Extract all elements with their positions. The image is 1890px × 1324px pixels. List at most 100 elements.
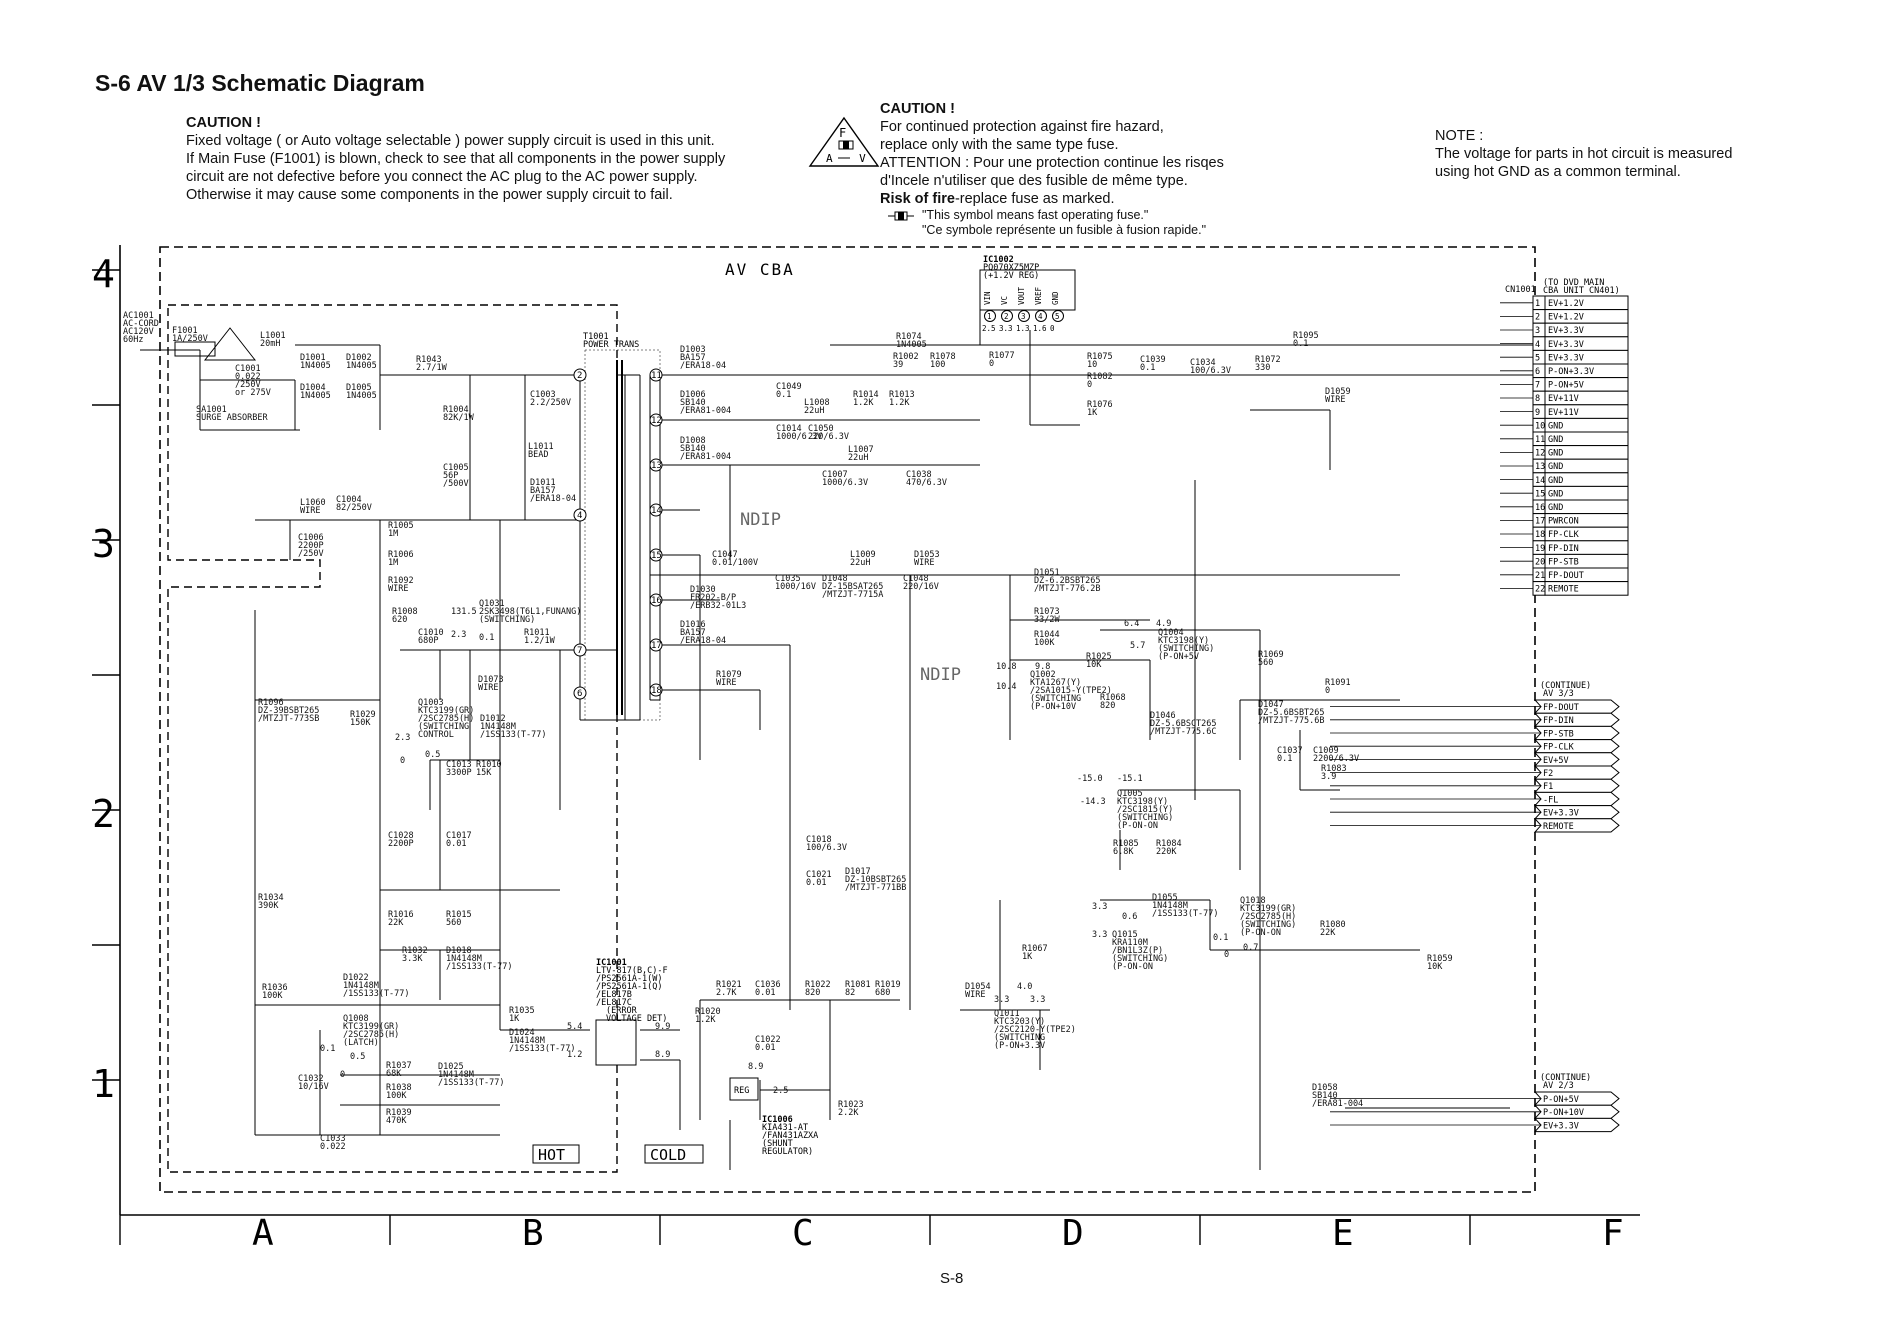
component-label: C1047 [712,550,738,560]
component-label: 1000/6.3V [822,478,868,488]
component-label: /2SC2785(H) [343,1030,399,1040]
component-label: DZ-5.6BSCT265 [1150,719,1217,729]
ic1002-box [979,269,1076,311]
connector-pin-name: EV+1.2V [1548,299,1584,309]
col-label: E [1332,1213,1354,1254]
connector-pin-name: GND [1548,462,1563,472]
signal-tag-label: REMOTE [1543,822,1574,832]
component-label: 8.9 [748,1062,763,1072]
component-label: R1036 [262,983,288,993]
component-label: (P-ON+5V [1158,652,1199,662]
component-label: 0.7 [1243,943,1258,953]
component-label: 39 [893,360,903,370]
svg-text:4: 4 [577,511,582,521]
component-label: R1084 [1156,839,1182,849]
component-label: 390K [258,901,279,911]
ic1001-label: IC1001 LTV-817(B,C)-F /PS2561A-1(W) /PS2… [596,958,668,1024]
components [174,269,1076,1101]
av-cba-board-outline [159,246,1536,1193]
component-label: 33/2W [1034,615,1060,625]
component-label: /MTZJT-7715A [822,590,883,600]
component-label: 560 [1258,658,1273,668]
component-label: C1036 [755,980,781,990]
component-label: 15K [476,768,492,778]
component-label: R1021 [716,980,742,990]
component-label: (SWITCHING) [1117,813,1173,823]
transformer-ref: T1001 [583,332,609,342]
fast-fuse-symbol-icon [888,211,914,221]
component-label: C1018 [806,835,832,845]
note-line: The voltage for parts in hot circuit is … [1435,146,1733,162]
component-label: 1K [509,1014,520,1024]
signal-tag-label: F2 [1543,769,1553,779]
component-label: 5.7 [1130,641,1145,651]
component-label: 100K [386,1091,407,1101]
component-label: 0.01 [755,1043,775,1053]
board-name: AV CBA [725,260,795,279]
component-label: (P-ON-ON [1240,928,1281,938]
component-label: /ERB32-01L3 [690,601,746,611]
ic1002-desc: (+1.2V REG) [983,271,1039,281]
component-label: 0 [989,359,994,369]
component-label: 2SK3498(T6L1,FUNANG) [479,607,581,617]
component-label: (P-ON-ON [1112,962,1153,972]
component-label: L1009 [850,550,876,560]
component-label: C1007 [822,470,848,480]
component-label: R1083 [1321,764,1347,774]
ic1001-line: /EL817C [596,998,632,1008]
component-label: /2SC1815(Y) [1117,805,1173,815]
component-label: C1039 [1140,355,1166,365]
component-label: 0 [340,1070,345,1080]
component-label: 1000/16V [775,582,816,592]
ic-pin-name: VREF [1034,286,1043,305]
row-label: 2 [92,792,115,836]
ic1006-box [729,1077,759,1101]
component-label: 82 [845,988,855,998]
component-label: C1035 [775,574,801,584]
component-label: R1059 [1427,954,1453,964]
triangle-label-top: F [839,126,846,140]
component-label: 0.01/100V [712,558,758,568]
component-label: 3.3K [402,954,423,964]
component-label: /1SS133(T-77) [446,962,513,972]
component-label: or 275V [235,388,271,398]
component-label: 820 [805,988,820,998]
component-label: R1082 [1087,372,1113,382]
ic-pin-circle [1035,310,1047,322]
component-label: 1000/6.3V [776,432,822,442]
component-label: 1.2K [889,398,910,408]
component-label: DZ-6.2BSBT265 [1034,576,1101,586]
caution-line: circuit are not defective before you con… [186,169,698,185]
component-label: R1044 [1034,630,1060,640]
component-label: 2.2/250V [530,398,571,408]
caution-line: If Main Fuse (F1001) is blown, check to … [186,151,726,167]
component-label: 2.7/1W [416,363,448,373]
component-label: C1022 [755,1035,781,1045]
component-label: R1023 [838,1100,864,1110]
component-label: (SWITCHING) [1158,644,1214,654]
svg-text:2: 2 [577,371,582,381]
svg-text:7: 7 [577,646,582,656]
component-label: D1073 [478,675,504,685]
connector-dest: (TO DVD MAIN [1543,278,1604,288]
continue-label: (CONTINUE) [1540,681,1591,691]
component-label: BA157 [530,486,556,496]
component-label: /500V [443,479,469,489]
component-label: 1N4005 [300,391,331,401]
ic1006-line: REGULATOR) [762,1147,813,1157]
connector-pin-name: GND [1548,449,1563,459]
component-label: -14.3 [1080,797,1106,807]
component-label: CONTROL [418,730,454,740]
component-label: L1008 [804,398,830,408]
component-label: Q1011 [994,1009,1020,1019]
component-label: 20mH [260,339,280,349]
warning-triangle-icon [203,327,257,361]
component-label: C1048 [903,574,929,584]
connector-pin-number: 14 [1535,476,1545,486]
component-label: Q1003 [418,698,444,708]
col-label: A [252,1213,274,1254]
component-label: /1SS133(T-77) [438,1078,505,1088]
ic-pin-circle [1052,310,1064,322]
component-label: /ERA18-04 [680,636,726,646]
component-label: /MTZJT-775.6B [1258,716,1325,726]
